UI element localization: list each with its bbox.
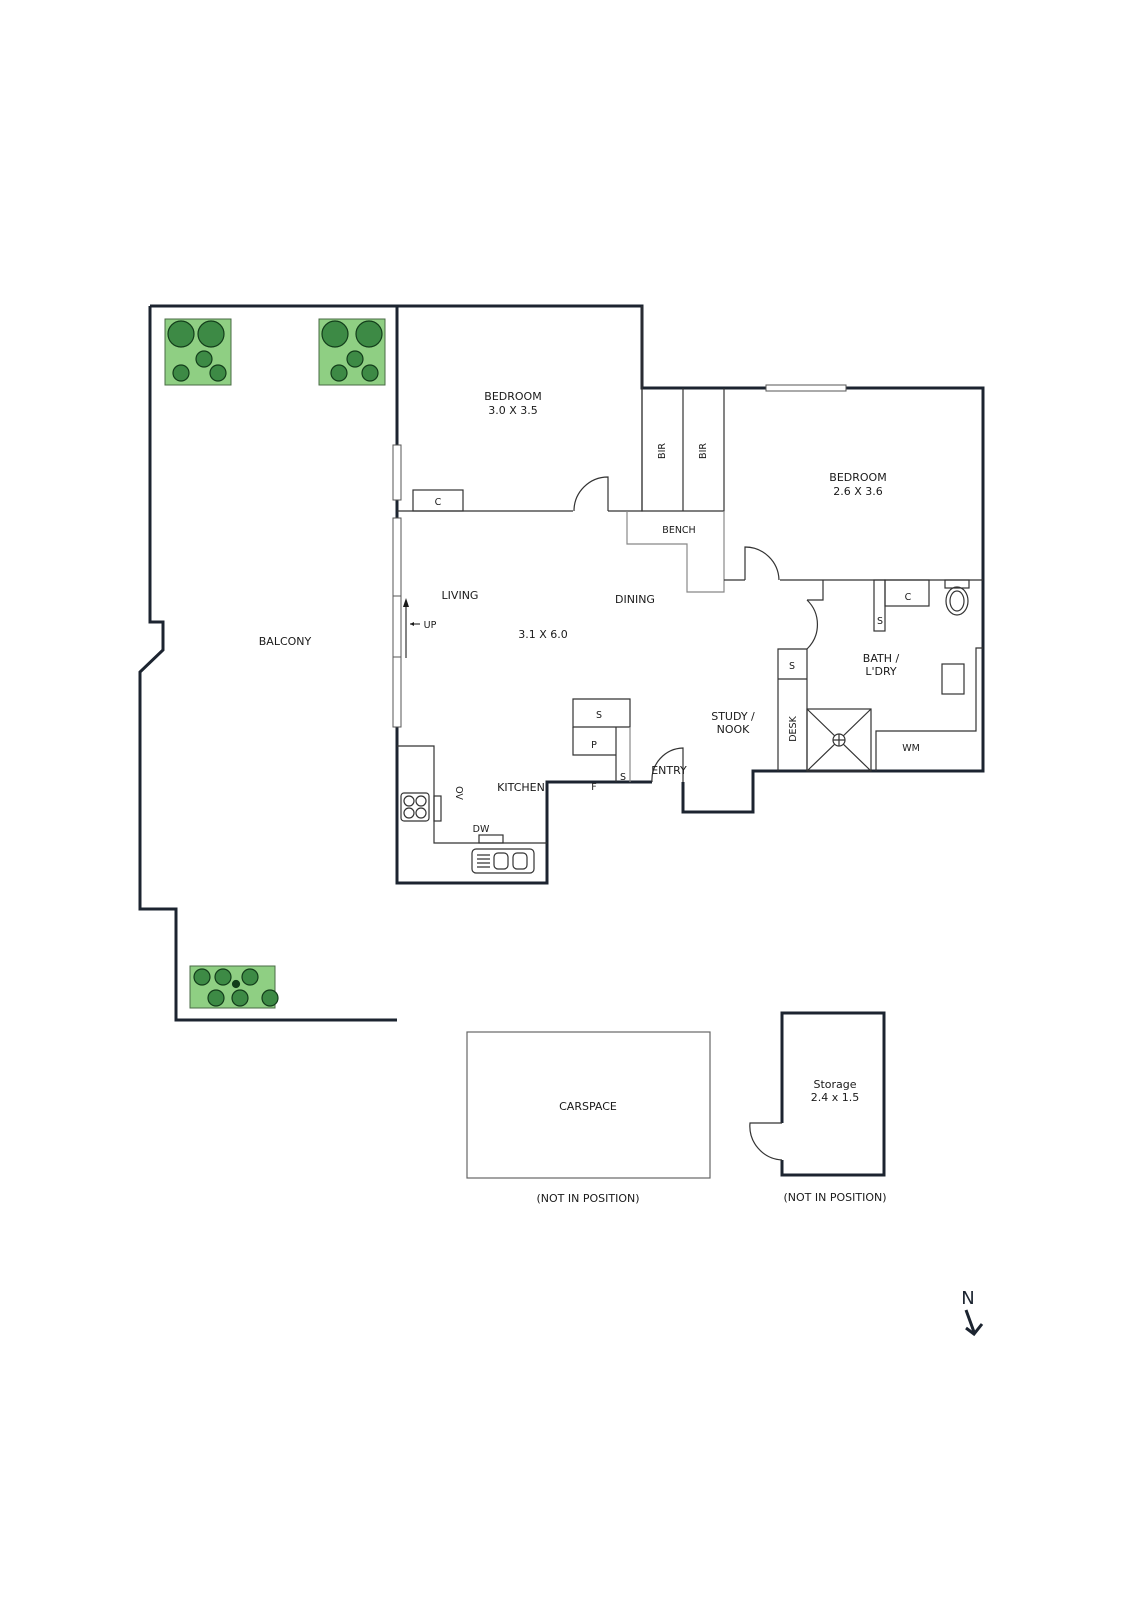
living-dining-size: 3.1 X 6.0 <box>518 628 568 641</box>
shelf-study-label: S <box>789 661 795 672</box>
bedroom-2: BEDROOM 2.6 X 3.6 <box>724 471 983 581</box>
window-bedroom2 <box>765 384 847 392</box>
kitchen: OV DW S P S F KITCHEN <box>397 698 631 874</box>
kitchen-label: KITCHEN <box>497 781 545 794</box>
cupboard-bath-label: C <box>905 592 912 603</box>
sink-icon <box>471 848 535 874</box>
bedroom2-name: BEDROOM <box>829 471 886 484</box>
balcony: BALCONY <box>138 304 397 1022</box>
shower-icon <box>806 708 872 772</box>
entry: ENTRY <box>651 747 687 783</box>
cooktop-icon <box>400 792 430 822</box>
toilet-icon <box>944 579 970 616</box>
door-bath <box>806 599 819 650</box>
bedroom2-size: 2.6 X 3.6 <box>833 485 883 498</box>
carspace-note: (NOT IN POSITION) <box>536 1192 639 1205</box>
planter-top-left <box>164 318 232 386</box>
bath-laundry: S C WM BATH / L'DRY <box>806 579 983 772</box>
living-label: LIVING <box>442 589 479 602</box>
bath-name-2: L'DRY <box>865 665 897 678</box>
door-entry <box>651 747 684 783</box>
door-bedroom2 <box>744 546 780 581</box>
door-storage <box>749 1122 783 1161</box>
window-living-1 <box>392 517 402 597</box>
planter-top-right <box>318 318 386 386</box>
bench-label: BENCH <box>662 525 695 536</box>
stairs-up-label: UP <box>424 620 437 631</box>
storage-note: (NOT IN POSITION) <box>783 1191 886 1204</box>
window-living-2 <box>392 656 402 728</box>
shelf-kitchen-side-label: S <box>620 772 626 783</box>
bath-name-1: BATH / <box>863 652 900 665</box>
shelf-bath-label: S <box>877 616 883 627</box>
shelf-kitchen-top-label: S <box>596 710 602 721</box>
planter-bottom <box>189 965 279 1009</box>
study-name-1: STUDY / <box>711 710 755 723</box>
dishwasher-label: DW <box>473 824 490 835</box>
dining-label: DINING <box>615 593 655 606</box>
bedroom1-size: 3.0 X 3.5 <box>488 404 538 417</box>
carspace-label: CARSPACE <box>559 1100 617 1113</box>
living-dining: LIVING DINING 3.1 X 6.0 UP <box>403 589 655 658</box>
study-nook: S DESK STUDY / NOOK <box>711 648 807 771</box>
bedroom-1: C BEDROOM 3.0 X 3.5 <box>397 306 643 512</box>
basin-icon <box>941 663 965 695</box>
storage: Storage 2.4 x 1.5 (NOT IN POSITION) <box>749 1011 887 1204</box>
cupboard-label: C <box>435 497 442 508</box>
door-bedroom1 <box>573 476 609 512</box>
desk-label: DESK <box>788 715 799 741</box>
entry-label: ENTRY <box>651 764 687 777</box>
stairs-up-arrow-icon <box>403 598 420 658</box>
window-living-door <box>392 595 402 658</box>
exterior-walls <box>392 304 985 885</box>
storage-name: Storage <box>813 1078 856 1091</box>
oven-label: OV <box>453 786 464 800</box>
bir-label-1: BIR <box>657 443 668 459</box>
balcony-label: BALCONY <box>259 635 312 648</box>
north-label: N <box>961 1288 974 1309</box>
bir-label-2: BIR <box>698 443 709 459</box>
carspace: CARSPACE (NOT IN POSITION) <box>466 1031 711 1205</box>
north-arrow: N <box>961 1288 984 1337</box>
north-arrow-icon <box>964 1309 984 1337</box>
window-bedroom1 <box>392 444 402 501</box>
pantry-label: P <box>591 740 597 751</box>
robes-bench: BIR BIR BENCH <box>626 388 725 593</box>
study-name-2: NOOK <box>717 723 751 736</box>
bedroom1-name: BEDROOM <box>484 390 541 403</box>
fridge-label: F <box>591 782 596 793</box>
storage-size: 2.4 x 1.5 <box>811 1091 860 1104</box>
wm-label: WM <box>902 743 920 754</box>
